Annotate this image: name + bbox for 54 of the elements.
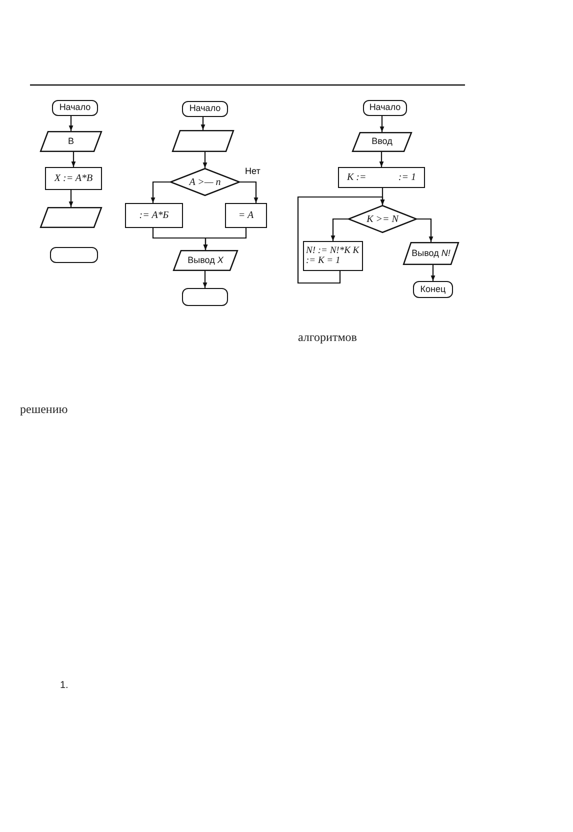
- decision-diamond: [348, 205, 417, 233]
- formula-text: X := A*B: [54, 173, 93, 184]
- process-box: [45, 167, 102, 190]
- arrow: [330, 218, 348, 241]
- arrow: [203, 228, 247, 250]
- input-output-parallelogram: [403, 242, 459, 265]
- arrow: [202, 271, 208, 288]
- input-output-parallelogram: [40, 207, 102, 228]
- arrow: [202, 152, 208, 168]
- text-fragment: алгоритмов: [298, 330, 357, 345]
- terminal-box: [413, 281, 453, 298]
- arrow: [150, 181, 170, 203]
- arrow: [380, 116, 384, 132]
- arrow: [71, 152, 76, 167]
- terminal-box: [50, 247, 98, 263]
- node-label: Начало: [369, 103, 401, 113]
- formula-text: = A: [238, 210, 254, 221]
- arrow: [200, 117, 206, 130]
- formula-text: N! := N!*K K := K = 1: [306, 246, 360, 266]
- node-label: Начало: [59, 103, 91, 113]
- formula-text: K >= N: [366, 214, 398, 224]
- input-output-parallelogram: [173, 250, 238, 271]
- input-output-parallelogram: [352, 132, 412, 152]
- formula-text: := A*Б: [139, 210, 169, 221]
- terminal-box: [182, 288, 228, 306]
- node-label: Вывод N!: [412, 248, 450, 258]
- arrow: [240, 181, 258, 203]
- arrow: [68, 190, 74, 207]
- process-box: [225, 203, 267, 228]
- terminal-box: [182, 101, 228, 117]
- input-output-parallelogram: [40, 131, 102, 152]
- node-label: B: [68, 136, 74, 146]
- input-output-parallelogram: [172, 130, 234, 152]
- terminal-box: [52, 100, 98, 116]
- process-box: [338, 167, 425, 188]
- node-label: Ввод: [372, 137, 392, 147]
- arrow: [417, 218, 434, 242]
- decision-diamond: [170, 168, 240, 196]
- terminal-box: [363, 100, 407, 116]
- formula-text: K :=: [347, 172, 366, 183]
- node-label: Начало: [189, 104, 221, 114]
- arrow: [430, 265, 436, 281]
- arrow: [297, 196, 385, 284]
- arrow: [379, 152, 384, 167]
- edge-label: Нет: [244, 166, 262, 176]
- arrow: [68, 116, 74, 131]
- node-label: Конец: [420, 284, 446, 294]
- process-box: [125, 203, 183, 228]
- text-fragment: решению: [20, 402, 68, 417]
- list-number: 1.: [60, 680, 68, 691]
- process-box: [303, 241, 363, 271]
- formula-text: := 1: [398, 172, 416, 183]
- formula-text: A >— n: [189, 176, 221, 188]
- node-label: Вывод X: [188, 256, 224, 266]
